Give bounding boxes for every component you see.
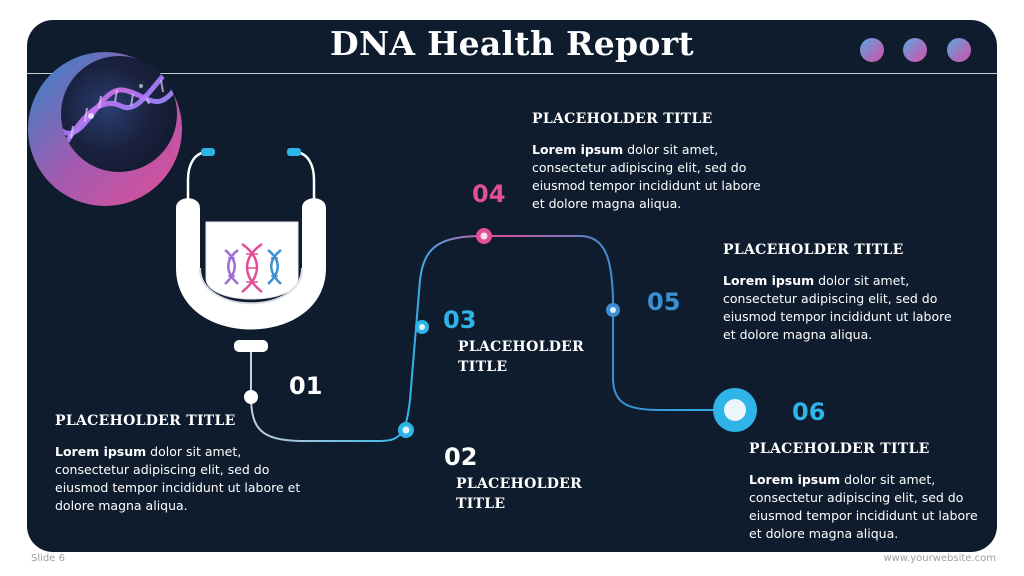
step-number-03: 03 — [443, 306, 477, 334]
step-01-title: PLACEHOLDER TITLE — [55, 413, 236, 429]
step-number-05: 05 — [647, 288, 681, 316]
step-04-title: PLACEHOLDER TITLE — [532, 111, 713, 127]
decor-dot-1 — [860, 38, 884, 62]
step-05-title: PLACEHOLDER TITLE — [723, 242, 904, 258]
stethoscope-icon — [176, 148, 326, 352]
step-01-body: Lorem ipsum dolor sit amet, consectetur … — [55, 444, 301, 513]
step-06-title: PLACEHOLDER TITLE — [749, 441, 930, 457]
marker-01 — [244, 390, 258, 404]
step-04-body: Lorem ipsum dolor sit amet, consectetur … — [532, 142, 761, 211]
website-link[interactable]: www.yourwebsite.com — [883, 553, 996, 564]
decor-dot-3 — [947, 38, 971, 62]
step-number-01: 01 — [289, 372, 323, 400]
step-number-04: 04 — [472, 180, 506, 208]
timeline-path — [250, 235, 735, 442]
dna-photo — [61, 56, 177, 172]
slide-number: Slide 6 — [31, 553, 65, 564]
page-title: DNA Health Report — [330, 24, 694, 63]
step-05-body: Lorem ipsum dolor sit amet, consectetur … — [723, 273, 952, 342]
step-06-body: Lorem ipsum dolor sit amet, consectetur … — [749, 472, 978, 541]
title-divider — [27, 73, 997, 74]
step-number-02: 02 — [444, 443, 478, 471]
decor-dot-2 — [903, 38, 927, 62]
dna-helix-image — [61, 61, 177, 154]
step-number-06: 06 — [792, 398, 826, 426]
